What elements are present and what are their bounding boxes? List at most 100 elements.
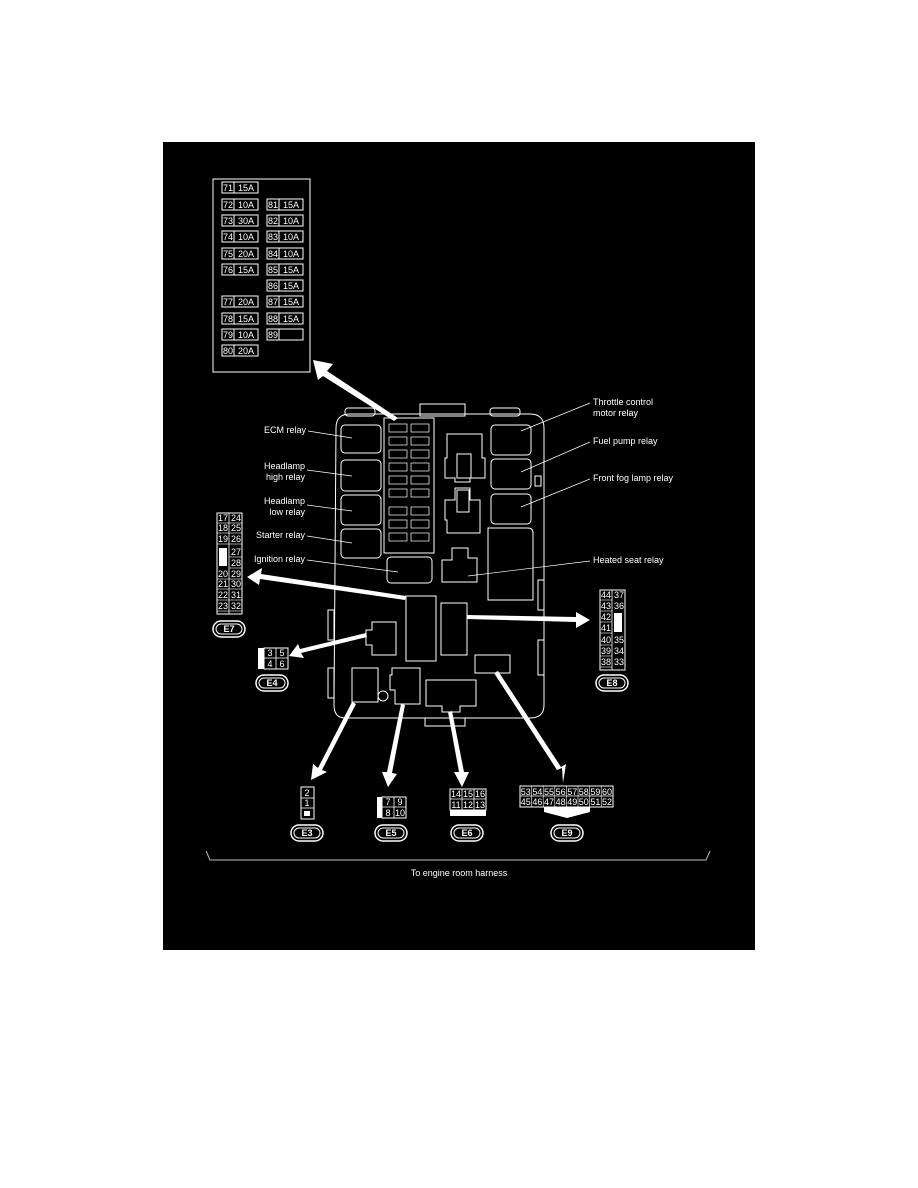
pin: 38 [601,657,611,667]
fog-lamp-relay-label: Front fog lamp relay [593,473,674,483]
headlamp-high-relay-label-1: Headlamp [264,461,305,471]
fuse-number: 77 [223,297,233,307]
pin: 21 [218,579,228,589]
pin: 43 [601,601,611,611]
pin: 47 [544,797,554,807]
pin: 42 [601,612,611,622]
connector-e6-label: E6 [461,828,472,838]
fuse-number: 71 [223,183,233,193]
fuse-amperage: 10A [283,216,299,226]
headlamp-low-relay-label-2: low relay [269,507,305,517]
pin: 4 [267,659,272,669]
fuse-amperage: 15A [283,200,299,210]
fuse-number: 85 [268,265,278,275]
pin: 5 [279,648,284,658]
ignition-relay-label: Ignition relay [254,554,306,564]
pin: 31 [231,590,241,600]
fuse-number: 83 [268,232,278,242]
headlamp-high-relay-label-2: high relay [266,472,306,482]
starter-relay-label: Starter relay [256,530,306,540]
arrow-e7 [247,568,406,600]
fuse-number: 76 [223,265,233,275]
harness-bracket: To engine room harness [205,850,711,878]
pin: 26 [231,534,241,544]
pin: 24 [231,513,241,523]
fuse-number: 72 [223,200,233,210]
pin: 6 [279,659,284,669]
pin: 14 [451,789,461,799]
pin: 40 [601,635,611,645]
pin: 8 [385,808,390,818]
fuse-row: 85 15A [266,263,304,276]
fuse-row: 75 20A [221,247,259,260]
pin: 19 [218,534,228,544]
connector-e4-label: E4 [266,678,277,688]
pin: 13 [475,800,485,810]
fuse-amperage: 15A [238,265,254,275]
pin: 60 [602,787,612,797]
pin: 22 [218,590,228,600]
pin: 58 [579,787,589,797]
fuse-amperage: 15A [283,314,299,324]
pin: 44 [601,590,611,600]
fuse-amperage: 20A [238,297,254,307]
arrow-e9 [494,671,566,783]
fuse-amperage: 15A [283,265,299,275]
pin: 29 [231,569,241,579]
pin: 7 [385,797,390,807]
left-relay-labels: ECM relay Headlamp high relay Headlamp l… [254,425,399,573]
pin: 56 [556,787,566,797]
fuse-table-arrow [313,360,398,421]
pin: 20 [218,569,228,579]
fuse-number: 75 [223,249,233,259]
fuse-amperage: 20A [238,346,254,356]
fuse-amperage: 15A [283,297,299,307]
right-relay-labels: Throttle control motor relay Fuel pump r… [467,397,674,577]
fuse-amperage: 10A [283,232,299,242]
fuse-amperage: 20A [238,249,254,259]
pin: 35 [614,635,624,645]
pin: 11 [451,800,460,810]
fuse-amperage: 10A [238,232,254,242]
fuse-amperage: 10A [283,249,299,259]
fuse-amperage: 10A [238,330,254,340]
fuse-number: 74 [223,232,233,242]
fuse-amperage: 15A [238,314,254,324]
arrow-e4 [289,633,367,658]
pin: 49 [567,797,577,807]
pin: 28 [231,558,241,568]
arrow-e8 [467,612,590,628]
fuse-number: 82 [268,216,278,226]
arrow-e6 [448,711,469,787]
arrow-e3 [311,702,356,780]
pin: 54 [532,787,542,797]
connector-e3-label: E3 [301,828,312,838]
connector-e8-label: E8 [606,678,617,688]
pin: 59 [590,787,600,797]
pin: 3 [267,648,272,658]
ecm-relay-label: ECM relay [264,425,307,435]
pin: 23 [218,601,228,611]
fuse-row: 89 [266,328,304,341]
pin: 45 [521,797,531,807]
fuel-pump-relay-label: Fuel pump relay [593,436,658,446]
pin: 33 [614,657,624,667]
fuse-number: 80 [223,346,233,356]
pin: 25 [231,523,241,533]
pin: 2 [304,788,309,798]
fuse-amperage: 15A [283,281,299,291]
pin: 27 [231,547,241,557]
connector-e6: 14 15 16 11 12 13 E6 [449,788,487,842]
